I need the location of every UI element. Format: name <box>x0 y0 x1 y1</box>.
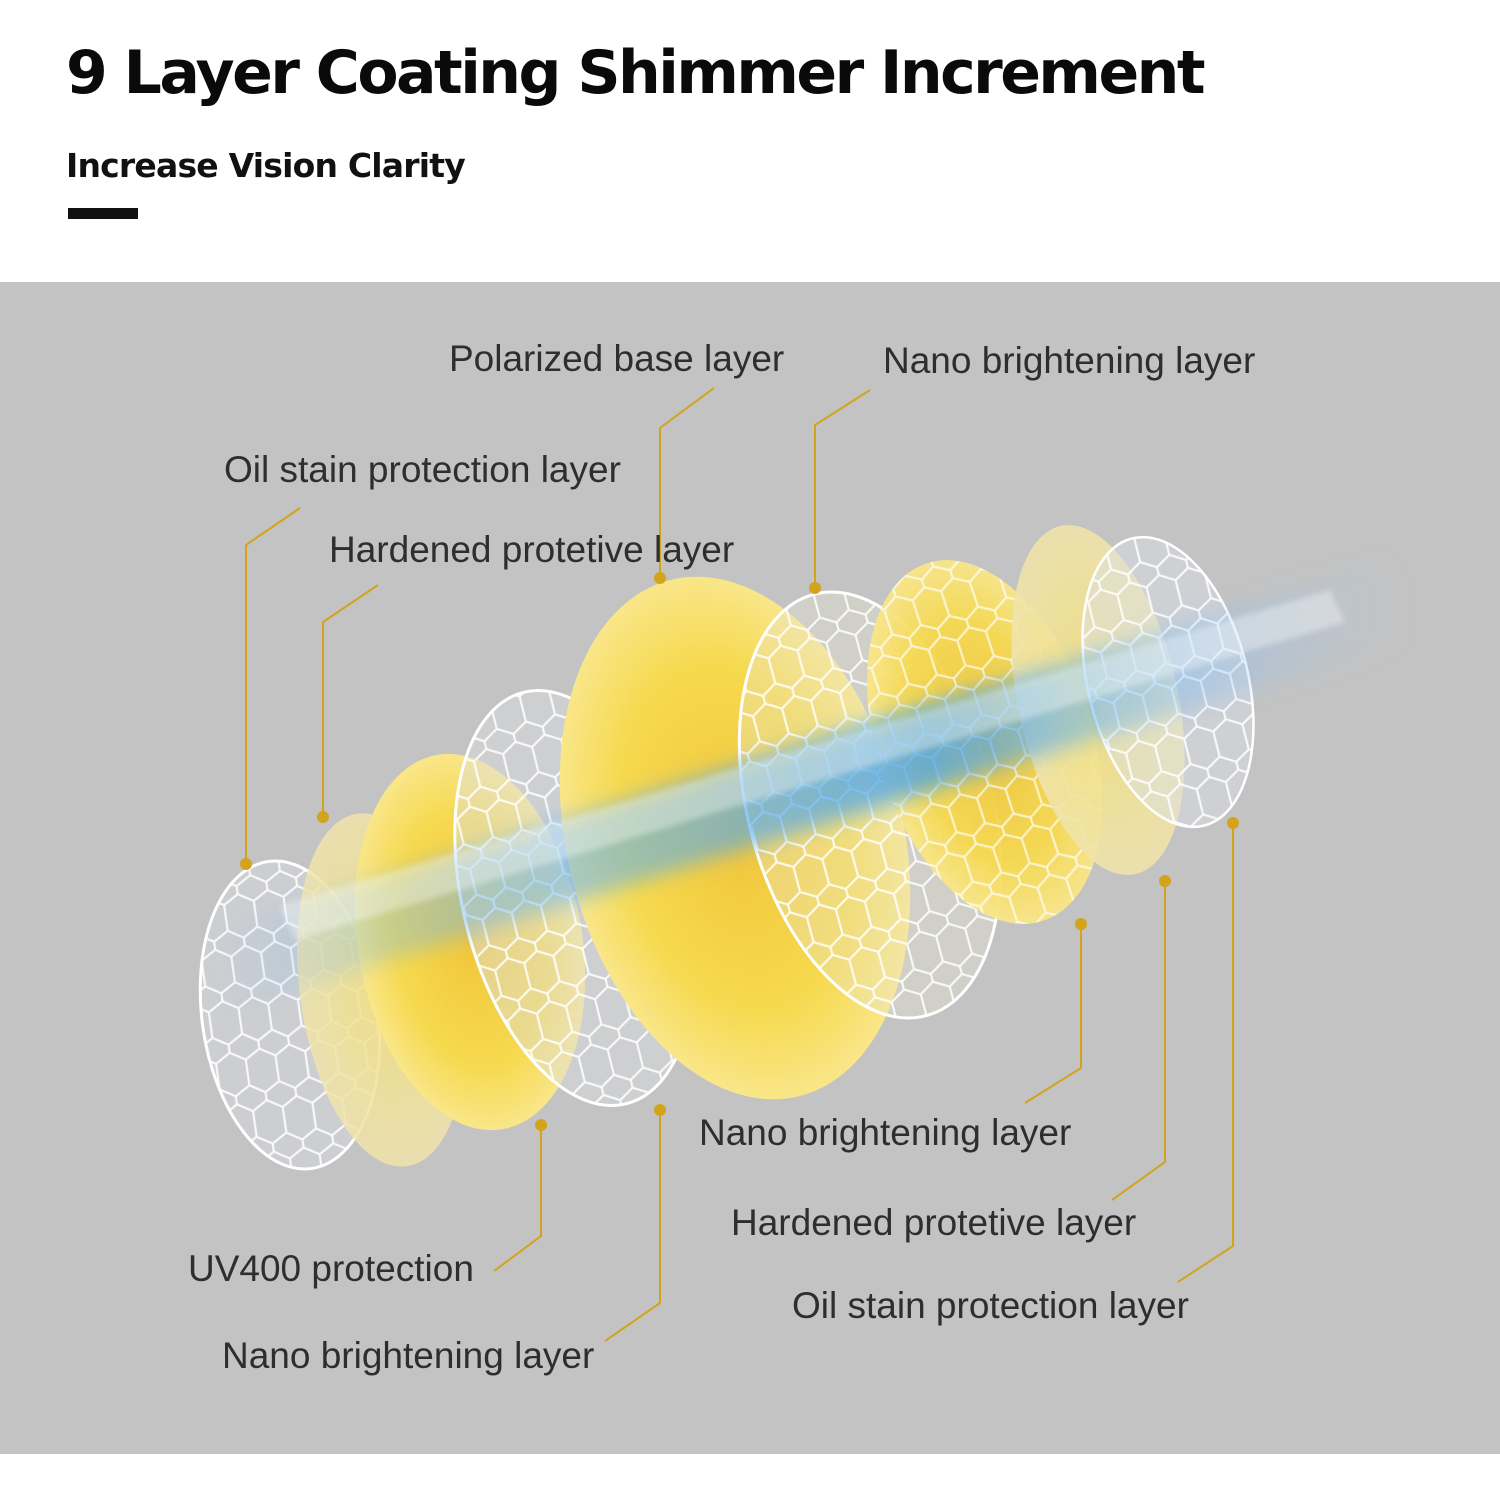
label-nano-brightening-layer-right: Nano brightening layer <box>699 1112 1072 1153</box>
light-beam <box>210 560 1410 1010</box>
label-hardened-protetive-layer-bottom: Hardened protetive layer <box>731 1202 1137 1243</box>
leader-lines <box>245 387 1234 1342</box>
lens-layers-illustration <box>198 387 1410 1342</box>
layer-diagram <box>0 282 1500 1454</box>
header: 9 Layer Coating Shimmer Increment Increa… <box>0 0 1500 282</box>
label-polarized-base-layer: Polarized base layer <box>449 338 785 379</box>
title-underline <box>68 208 138 219</box>
label-nano-brightening-layer-left: Nano brightening layer <box>222 1335 595 1376</box>
footer-margin <box>0 1454 1500 1500</box>
label-uv400-protection: UV400 protection <box>188 1248 474 1289</box>
page-title: 9 Layer Coating Shimmer Increment <box>66 38 1206 108</box>
label-hardened-protetive-layer-top: Hardened protetive layer <box>329 529 735 570</box>
label-oil-stain-protection-layer-bottom: Oil stain protection layer <box>792 1285 1189 1326</box>
label-oil-stain-protection-layer-top: Oil stain protection layer <box>224 449 621 490</box>
label-nano-brightening-layer-top: Nano brightening layer <box>883 340 1256 381</box>
page-subtitle: Increase Vision Clarity <box>66 146 466 185</box>
leader-dots <box>240 572 1239 1131</box>
